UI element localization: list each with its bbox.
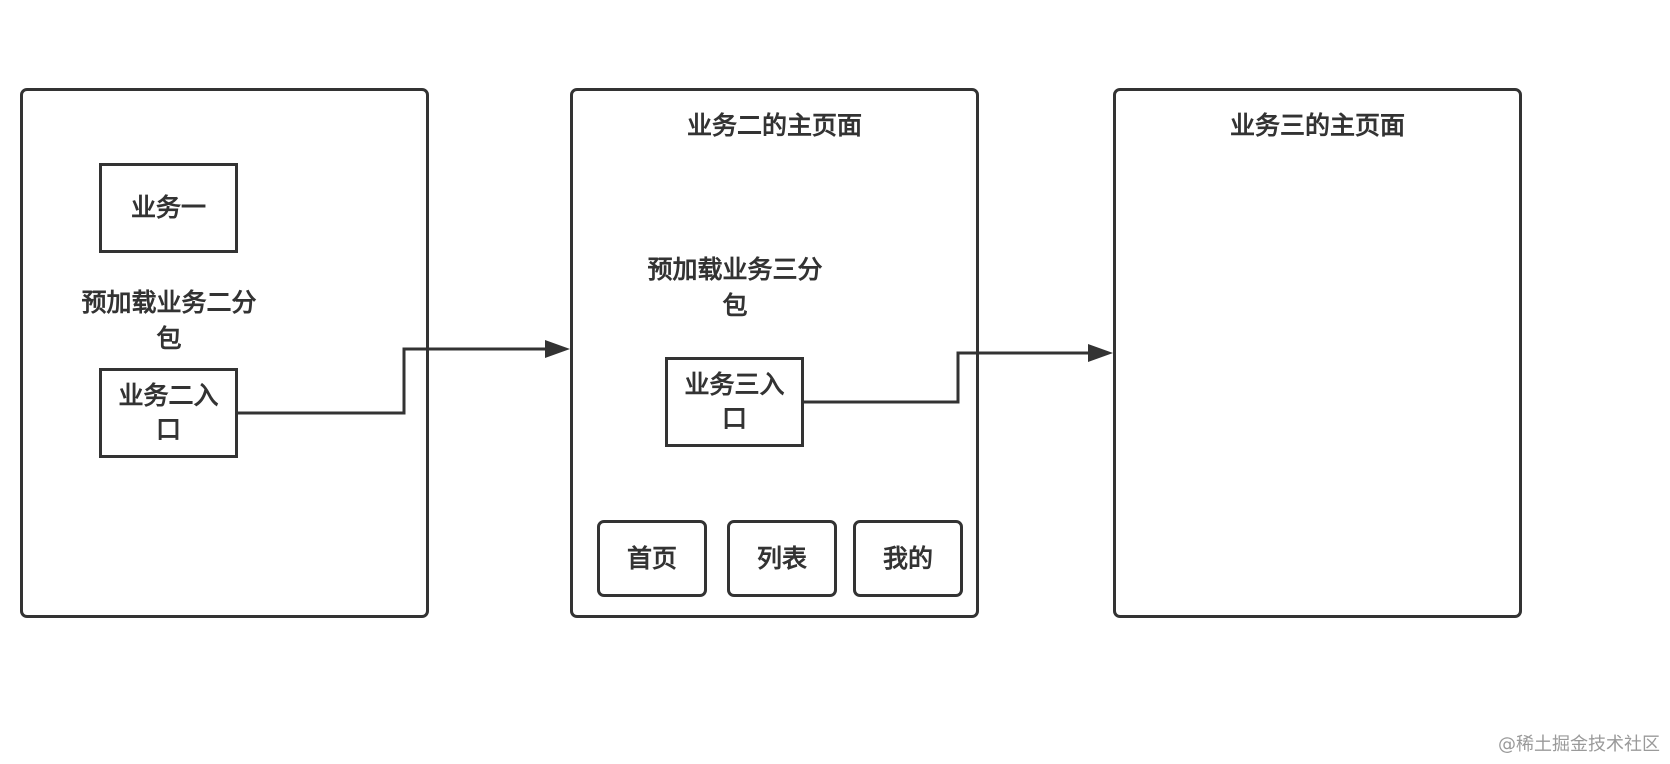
watermark: @稀土掘金技术社区 (1498, 734, 1660, 755)
arrowhead-to-page-two (545, 340, 570, 358)
business-two-entry-box: 业务二入口 (99, 368, 238, 458)
business-three-entry-box: 业务三入口 (665, 357, 804, 447)
preload-business-two-label: 预加载业务二分包 (81, 288, 257, 354)
arrowhead-to-page-three (1088, 344, 1113, 362)
business-two-page-title: 业务二的主页面 (686, 111, 862, 140)
tab-home: 首页 (597, 520, 707, 597)
tab-list: 列表 (727, 520, 837, 597)
tab-mine: 我的 (853, 520, 963, 597)
business-three-page-title: 业务三的主页面 (1229, 111, 1405, 140)
business-one-box: 业务一 (99, 163, 238, 253)
page-frame-three (1113, 88, 1522, 618)
preload-business-three-label: 预加载业务三分包 (647, 255, 823, 321)
